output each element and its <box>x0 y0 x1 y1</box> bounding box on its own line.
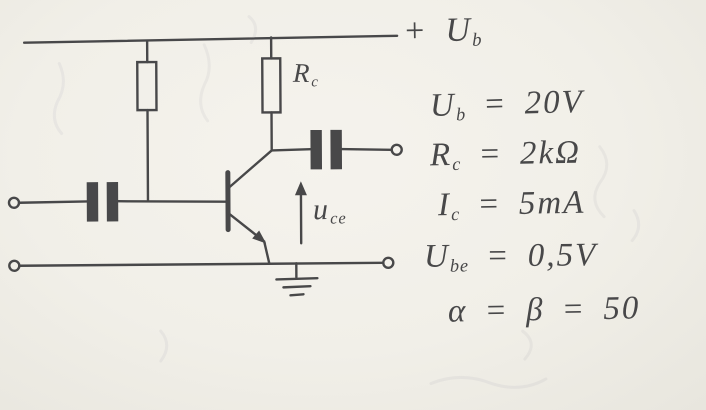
equation-symbol: I <box>437 187 452 224</box>
emitter-arrowhead-icon <box>252 230 267 244</box>
supply-label-sub: b <box>471 29 483 51</box>
supply-voltage-label: + Ub <box>403 11 483 53</box>
rc-resistor-label: Rc <box>293 58 320 92</box>
transistor-collector-lead <box>227 149 273 189</box>
equation-symbol: α <box>447 293 468 330</box>
uce-label-sub: ce <box>329 208 347 228</box>
wire-output-left <box>270 148 312 152</box>
input-terminal-bottom <box>8 259 21 272</box>
resistor-rc <box>261 57 282 114</box>
input-terminal-top <box>7 196 21 209</box>
equation-value: = 20V <box>465 83 585 124</box>
rc-label-sub: c <box>311 74 320 91</box>
equation-symbol: U <box>423 238 450 275</box>
uce-arrowhead-icon <box>294 181 307 196</box>
equation-rc: Rc = 2kΩ <box>430 135 582 176</box>
equation-ic: Ic = 5mA <box>438 185 586 226</box>
uce-voltage-label: uce <box>313 193 347 229</box>
equation-symbol: U <box>429 87 457 125</box>
equation-ub: Ub = 20V <box>430 84 585 126</box>
ground-icon <box>275 262 319 297</box>
wire-input <box>17 200 89 204</box>
capacitor-input-plate-right <box>106 182 119 222</box>
capacitor-input-plate-left <box>86 182 99 222</box>
capacitor-output-plate-left <box>310 129 323 170</box>
resistor-bias <box>136 60 158 112</box>
output-terminal-top <box>390 143 403 156</box>
supply-label-main: + U <box>402 11 473 50</box>
uce-label-main: u <box>312 192 331 227</box>
equation-value: = 5mA <box>459 184 586 223</box>
rc-label-main: R <box>292 57 312 89</box>
equation-alpha-beta: α = β = 50 <box>448 290 641 331</box>
equation-symbol: R <box>429 136 453 174</box>
equation-subscript: c <box>450 203 461 225</box>
wire-output-right <box>339 147 392 152</box>
wire-bottom-rail <box>18 261 384 267</box>
equation-subscript: b <box>455 104 467 125</box>
equation-value: = 0,5V <box>468 237 598 275</box>
equation-value: = 2kΩ <box>460 134 582 173</box>
ghost-marks <box>52 15 641 389</box>
wire-supply-rail <box>22 34 399 44</box>
wire-base <box>115 200 228 203</box>
equation-ube: Ube = 0,5V <box>424 237 597 277</box>
output-terminal-bottom <box>382 256 395 270</box>
equation-value: = β = 50 <box>467 290 641 330</box>
capacitor-output-plate-right <box>330 129 343 170</box>
equation-subscript: be <box>449 255 470 276</box>
